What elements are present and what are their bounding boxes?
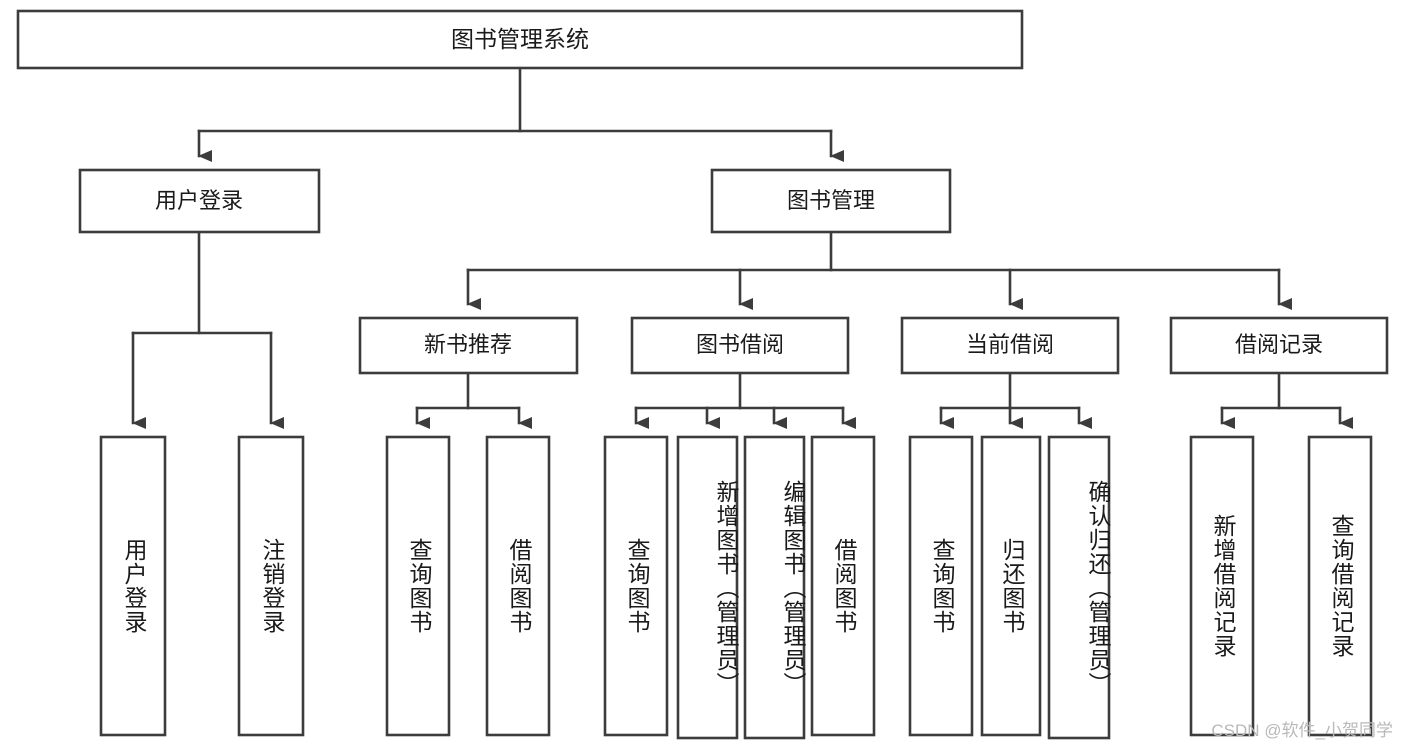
node-current-borrow[interactable]: 当前借阅 (900, 316, 1120, 375)
node-root[interactable]: 图书管理系统 (16, 9, 1024, 70)
leaf-user-login[interactable] (99, 435, 167, 737)
connector-root-to-level2 (197, 66, 844, 162)
connector-currentborrow-to-leaves (939, 371, 1092, 429)
node-borrow-record-label: 借阅记录 (1235, 332, 1323, 357)
node-book-management-label: 图书管理 (787, 188, 875, 213)
leaf-return-book[interactable] (980, 435, 1042, 737)
leaf-confirm-return-admin[interactable] (1047, 435, 1111, 740)
node-new-book-recommend-label: 新书推荐 (424, 332, 512, 357)
connector-bookborrow-to-leaves (634, 371, 856, 429)
leaf-add-book-admin[interactable] (676, 435, 739, 740)
leaf-query-borrow-record[interactable] (1307, 435, 1373, 737)
node-new-book-recommend[interactable]: 新书推荐 (358, 316, 579, 375)
node-user-login-label: 用户登录 (155, 188, 243, 213)
leaf-logout[interactable] (237, 435, 305, 737)
node-current-borrow-label: 当前借阅 (966, 332, 1054, 357)
node-borrow-record[interactable]: 借阅记录 (1169, 316, 1389, 375)
node-book-borrow-label: 图书借阅 (696, 332, 784, 357)
leaf-query-book-recommend[interactable] (385, 435, 451, 737)
leaf-edit-book-admin[interactable] (743, 435, 806, 740)
watermark-text: CSDN @软件_小贺同学 (1211, 721, 1393, 740)
connector-borrowrecord-to-leaves (1220, 371, 1353, 429)
leaf-query-book-current[interactable] (908, 435, 974, 737)
leaf-borrow-book-recommend[interactable] (485, 435, 551, 737)
node-book-management[interactable]: 图书管理 (710, 168, 952, 234)
connector-userlogin-to-leaves (131, 230, 284, 429)
leaf-add-borrow-record[interactable] (1189, 435, 1255, 737)
leaf-borrow-book-borrow[interactable] (810, 435, 876, 737)
leaf-query-book-borrow[interactable] (603, 435, 669, 737)
connector-bookmgmt-to-level3 (466, 230, 1292, 310)
node-root-label: 图书管理系统 (451, 26, 589, 52)
node-user-login[interactable]: 用户登录 (78, 168, 321, 234)
connector-newbook-to-leaves (415, 371, 532, 429)
node-book-borrow[interactable]: 图书借阅 (630, 316, 850, 375)
